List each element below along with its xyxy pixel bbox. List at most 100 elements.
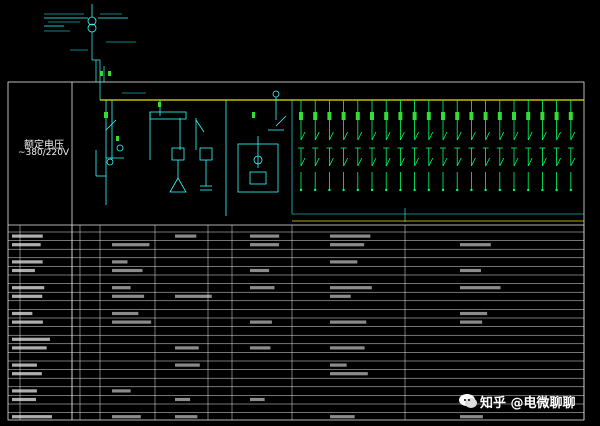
incoming-breakers <box>100 71 111 76</box>
feeder-frame <box>291 100 584 222</box>
feeder-1 <box>298 100 306 192</box>
feeder-breaker <box>299 112 303 120</box>
cell-value-mark <box>112 286 131 290</box>
feeder-switch-blade <box>499 131 505 141</box>
feeder-switch-blade <box>329 157 334 167</box>
feeder-terminal <box>541 188 544 192</box>
feeder-breaker <box>313 112 318 120</box>
cabinet-2-breakers <box>158 102 161 107</box>
feeder-9 <box>411 100 419 192</box>
feeder-switch-blade <box>570 157 576 167</box>
feeder-18 <box>539 100 547 192</box>
feeder-terminal <box>441 188 445 192</box>
feeder-switch-blade <box>542 157 547 167</box>
feeder-20 <box>567 100 576 192</box>
cell-value-mark <box>250 346 271 350</box>
feeder-terminal <box>498 188 501 192</box>
cell-value-mark <box>112 320 152 324</box>
feeder-16 <box>511 100 519 192</box>
feeder-terminal <box>527 188 530 192</box>
row-label-mark <box>12 346 47 350</box>
row-label-mark <box>12 389 37 393</box>
cell-value-mark <box>250 286 275 290</box>
cell-value-mark <box>112 311 139 316</box>
row-label-mark <box>12 320 43 324</box>
feeder-breaker <box>426 112 431 120</box>
feeder-switch-blade <box>556 131 561 141</box>
feeder-breaker <box>455 112 460 120</box>
row-label-mark <box>12 243 41 247</box>
feeder-circuits <box>298 100 576 192</box>
feeder-switch-blade <box>371 157 377 167</box>
cell-value-mark <box>330 243 365 247</box>
watermark: 知乎 @电微聊聊 <box>458 389 598 413</box>
feeder-terminal <box>456 188 459 192</box>
feeder-6 <box>369 100 377 192</box>
feeder-breaker <box>469 112 474 120</box>
row-label-mark <box>12 415 52 419</box>
feeder-switch-blade <box>442 157 448 167</box>
feeder-switch-blade <box>471 157 476 167</box>
feeder-terminal <box>470 188 473 192</box>
row-label-mark <box>12 294 43 298</box>
cell-value-mark <box>460 311 488 316</box>
row-label-mark <box>12 234 43 238</box>
feeder-terminal <box>370 188 374 192</box>
cell-value-mark <box>112 268 143 273</box>
feeder-breaker <box>384 112 389 120</box>
feeder-10 <box>425 100 434 192</box>
cabinet-2-capacitor <box>149 100 227 216</box>
feeder-terminal <box>299 188 303 192</box>
feeder-8 <box>397 100 405 192</box>
row-label-mark <box>12 363 37 367</box>
feeder-switch-blade <box>513 131 519 141</box>
feeder-breaker <box>355 112 360 120</box>
feeder-switch-blade <box>314 157 320 167</box>
feeder-5 <box>354 100 363 192</box>
feeder-terminal <box>512 188 516 192</box>
cell-value-mark <box>175 346 199 350</box>
feeder-switch-blade <box>527 157 533 167</box>
feeder-switch-blade <box>400 131 405 141</box>
feeder-switch-blade <box>428 131 434 141</box>
cell-value-mark <box>112 415 141 419</box>
feeder-switch-blade <box>570 131 576 141</box>
feeder-terminal <box>356 188 359 192</box>
feeder-switch-blade <box>314 131 320 141</box>
feeder-terminal <box>399 188 402 192</box>
feeder-switch-blade <box>400 157 405 167</box>
feeder-switch-blade <box>527 131 533 141</box>
feeder-switch-blade <box>343 157 348 167</box>
row-label-mark <box>12 268 35 273</box>
cell-value-mark <box>250 243 279 247</box>
row-label-mark <box>12 372 42 376</box>
cabinet-3-breakers <box>252 112 255 118</box>
feeder-switch-blade <box>513 157 519 167</box>
row-label-mark <box>12 337 50 341</box>
row-label-mark <box>12 397 36 402</box>
cell-value-mark <box>112 243 150 247</box>
feeder-switch-blade <box>414 131 419 141</box>
transformer-symbol <box>87 4 97 33</box>
feeder-13 <box>468 100 476 192</box>
cell-value-mark <box>460 415 483 419</box>
feeder-breaker <box>412 112 417 120</box>
cell-value-mark <box>250 268 270 273</box>
cell-value-mark <box>330 320 367 324</box>
cell-value-mark <box>250 234 280 238</box>
feeder-switch-blade <box>343 131 348 141</box>
feeder-switch-blade <box>371 131 377 141</box>
cell-value-mark <box>330 363 347 367</box>
rated-voltage-value: ~380/220V <box>18 148 70 158</box>
cabinet-1-incoming <box>95 100 124 205</box>
feeder-breaker <box>540 112 545 120</box>
feeder-terminal <box>314 188 317 192</box>
feeder-terminal <box>413 188 416 192</box>
cabinet-1-breakers <box>104 112 119 141</box>
feeder-breaker <box>526 112 531 120</box>
cell-value-mark <box>460 268 481 273</box>
feeder-terminal <box>342 188 345 192</box>
cell-value-mark <box>330 234 371 238</box>
cell-value-mark <box>460 320 483 324</box>
feeder-switch-blade <box>542 131 547 141</box>
